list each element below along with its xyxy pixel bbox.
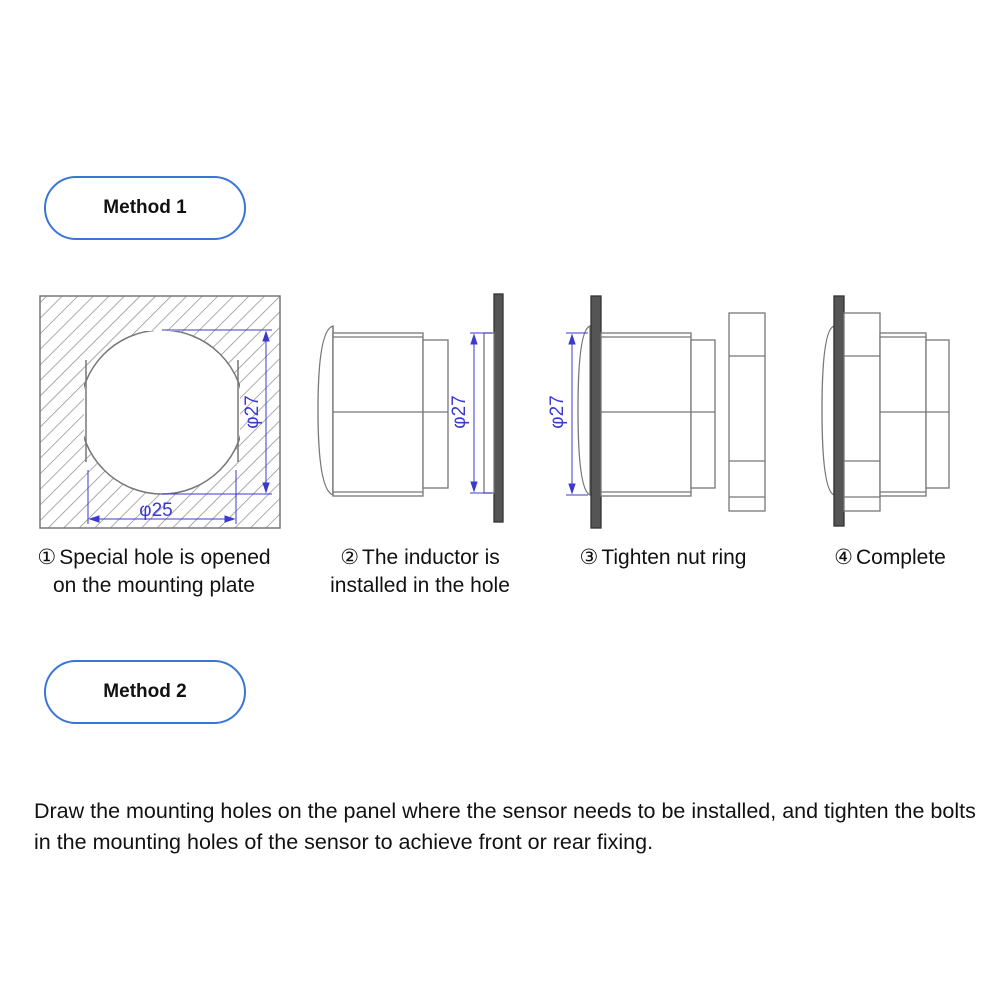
step-3-tighten-drawing: φ27 bbox=[547, 295, 766, 529]
step-3-panel bbox=[590, 295, 602, 529]
step-4-threaded-body bbox=[879, 332, 927, 497]
step-2-hole-outline bbox=[483, 332, 495, 494]
step-3-cap bbox=[577, 325, 591, 496]
step-1-line1: Special hole is opened bbox=[59, 546, 271, 569]
method-2-label: Method 2 bbox=[103, 681, 187, 702]
step-2-panel bbox=[493, 293, 504, 523]
step-4-panel bbox=[833, 295, 845, 527]
hole-width-dimension bbox=[87, 470, 237, 524]
method-1-label: Method 1 bbox=[103, 197, 187, 218]
step-3-number: ③ bbox=[579, 546, 599, 569]
step-1-plate-drawing: φ27 φ25 bbox=[39, 295, 281, 529]
step-2-inductor-drawing: φ27 bbox=[317, 293, 504, 523]
step-2-line1: The inductor is bbox=[362, 546, 500, 569]
hole-width-label: φ25 bbox=[139, 500, 172, 521]
inductor-threaded-body bbox=[332, 332, 424, 497]
step-4-nut-ring bbox=[843, 312, 881, 512]
hole-height-label: φ27 bbox=[242, 395, 263, 428]
special-hole bbox=[84, 331, 240, 495]
step-3-tail bbox=[690, 339, 716, 489]
step-1-line2: on the mounting plate bbox=[53, 574, 255, 597]
step-4-complete-drawing bbox=[821, 295, 950, 527]
step-4-tail bbox=[925, 339, 950, 489]
step-2-diameter-label: φ27 bbox=[449, 395, 470, 428]
step-2-line2: installed in the hole bbox=[330, 574, 510, 597]
method-2-description: Draw the mounting holes on the panel whe… bbox=[34, 799, 976, 854]
nut-ring bbox=[728, 312, 766, 512]
step-3-diameter-label: φ27 bbox=[547, 395, 568, 428]
step-3-threaded-body bbox=[600, 332, 692, 497]
method-2-badge: Method 2 bbox=[44, 660, 246, 724]
step-1-number: ① bbox=[37, 546, 57, 569]
step-4-line1: Complete bbox=[855, 546, 946, 569]
inductor-cap bbox=[317, 325, 334, 496]
inductor-tail bbox=[422, 339, 449, 489]
hole-height-dimension bbox=[162, 329, 272, 495]
step-4-number: ④ bbox=[834, 546, 853, 569]
step-2-number: ② bbox=[340, 546, 360, 569]
step-4-cap bbox=[821, 325, 835, 496]
step-3-line1: Tighten nut ring bbox=[601, 546, 747, 569]
method-1-badge: Method 1 bbox=[44, 176, 246, 240]
